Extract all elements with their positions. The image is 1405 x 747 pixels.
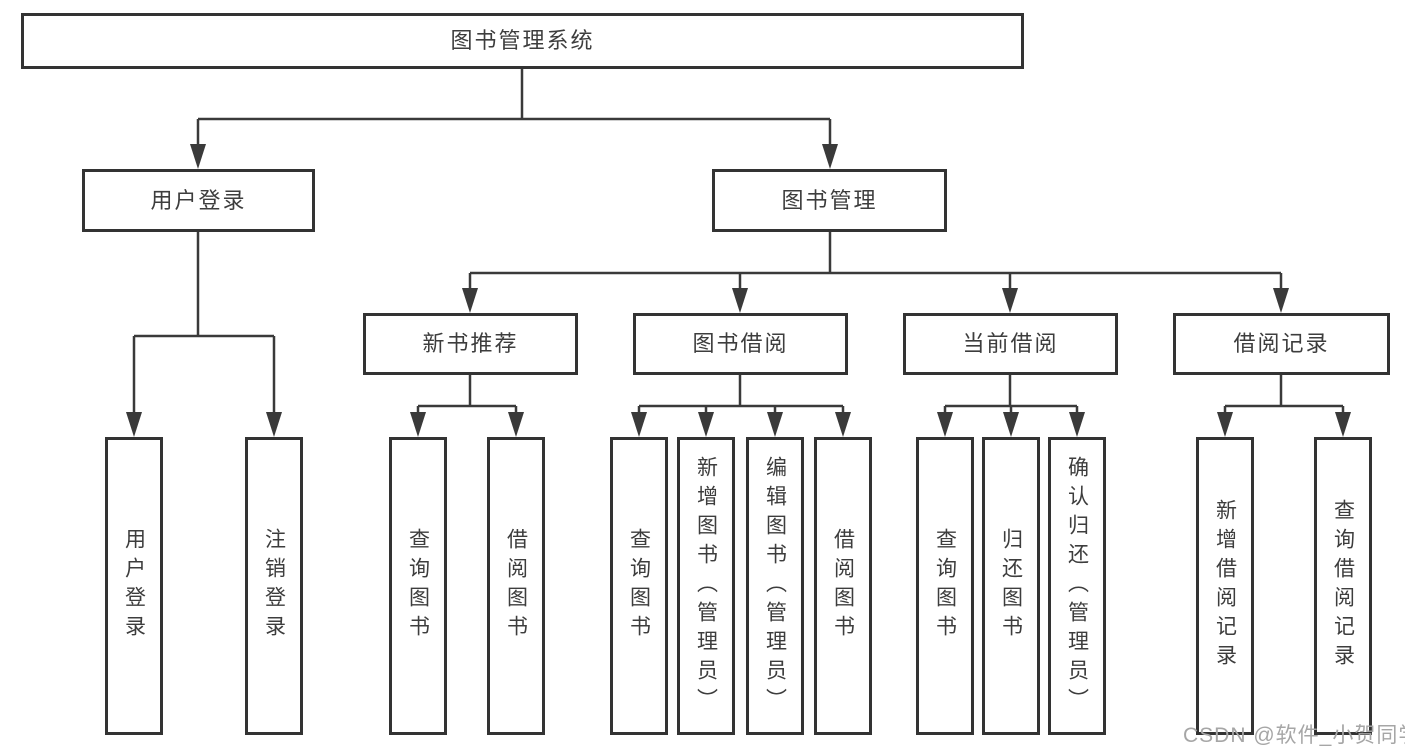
arrowhead-icon [508,412,524,437]
arrowhead-icon [1217,412,1233,437]
node-book-management: 图书管理 [712,169,947,232]
node-new-book-recommend: 新书推荐 [363,313,578,375]
node-leaf-query-books-current: 查询图书 [916,437,974,735]
arrowhead-icon [410,412,426,437]
node-leaf-add-books-admin: 新增图书（管理员） [677,437,735,735]
node-leaf-add-borrow-record: 新增借阅记录 [1196,437,1254,735]
arrowhead-icon [1273,288,1289,313]
arrowhead-icon [822,144,838,169]
arrowhead-icon [1002,288,1018,313]
watermark: CSDN @软件_小贺同学 [1183,724,1405,747]
node-leaf-confirm-return-admin: 确认归还（管理员） [1048,437,1106,735]
arrowhead-icon [462,288,478,313]
arrowhead-icon [937,412,953,437]
arrowhead-icon [835,412,851,437]
node-current-borrowing: 当前借阅 [903,313,1118,375]
arrowhead-icon [732,288,748,313]
node-leaf-logout: 注销登录 [245,437,303,735]
node-leaf-query-borrow-record: 查询借阅记录 [1314,437,1372,735]
arrowhead-icon [1335,412,1351,437]
node-leaf-borrow-books-borrow: 借阅图书 [814,437,872,735]
node-borrow-records: 借阅记录 [1173,313,1390,375]
node-leaf-query-books-rec: 查询图书 [389,437,447,735]
node-leaf-borrow-books-rec: 借阅图书 [487,437,545,735]
node-leaf-user-login: 用户登录 [105,437,163,735]
arrowhead-icon [631,412,647,437]
arrowhead-icon [767,412,783,437]
arrowhead-icon [698,412,714,437]
arrowhead-icon [1069,412,1085,437]
arrowhead-icon [126,412,142,437]
node-leaf-query-books-borrow: 查询图书 [610,437,668,735]
node-book-borrowing: 图书借阅 [633,313,848,375]
node-leaf-return-books: 归还图书 [982,437,1040,735]
node-user-login: 用户登录 [82,169,315,232]
arrowhead-icon [266,412,282,437]
node-leaf-edit-books-admin: 编辑图书（管理员） [746,437,804,735]
arrowhead-icon [190,144,206,169]
node-system-root: 图书管理系统 [21,13,1024,69]
arrowhead-icon [1003,412,1019,437]
